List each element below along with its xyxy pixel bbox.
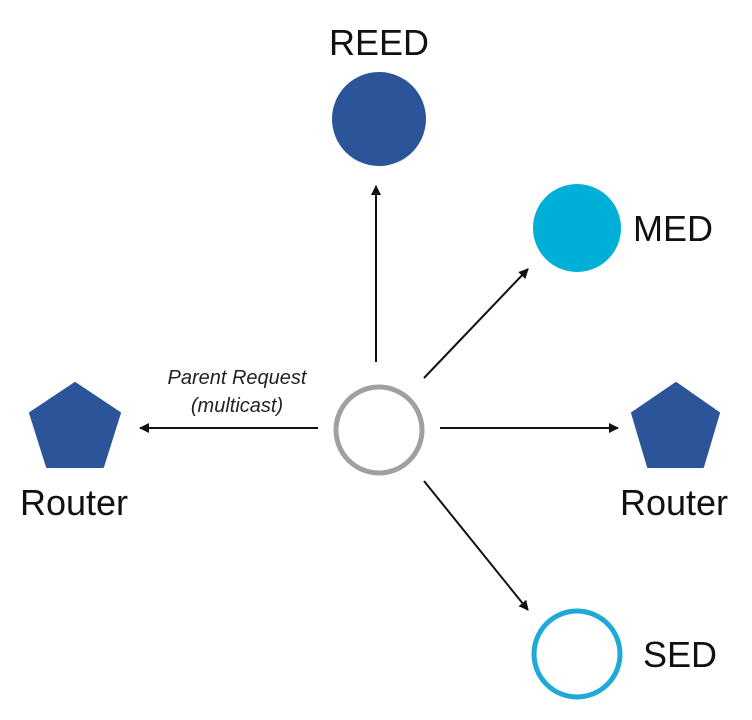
- router-right-node: [631, 382, 720, 468]
- router-right-label: Router: [620, 482, 728, 523]
- edge-label-line2: (multicast): [191, 395, 283, 417]
- arrow-to-med: [423, 268, 529, 379]
- reed-node: [332, 72, 426, 166]
- reed-label: REED: [329, 22, 429, 63]
- med-label: MED: [633, 208, 713, 249]
- router-left-node: [29, 382, 121, 468]
- edge-label-line1: Parent Request: [168, 367, 308, 389]
- joining-node-circle: [333, 384, 425, 476]
- sed-label: SED: [643, 634, 717, 675]
- sed-node: [531, 608, 623, 700]
- arrow-to-sed: [423, 480, 529, 611]
- med-node: [533, 184, 621, 272]
- router-left-label: Router: [20, 482, 128, 523]
